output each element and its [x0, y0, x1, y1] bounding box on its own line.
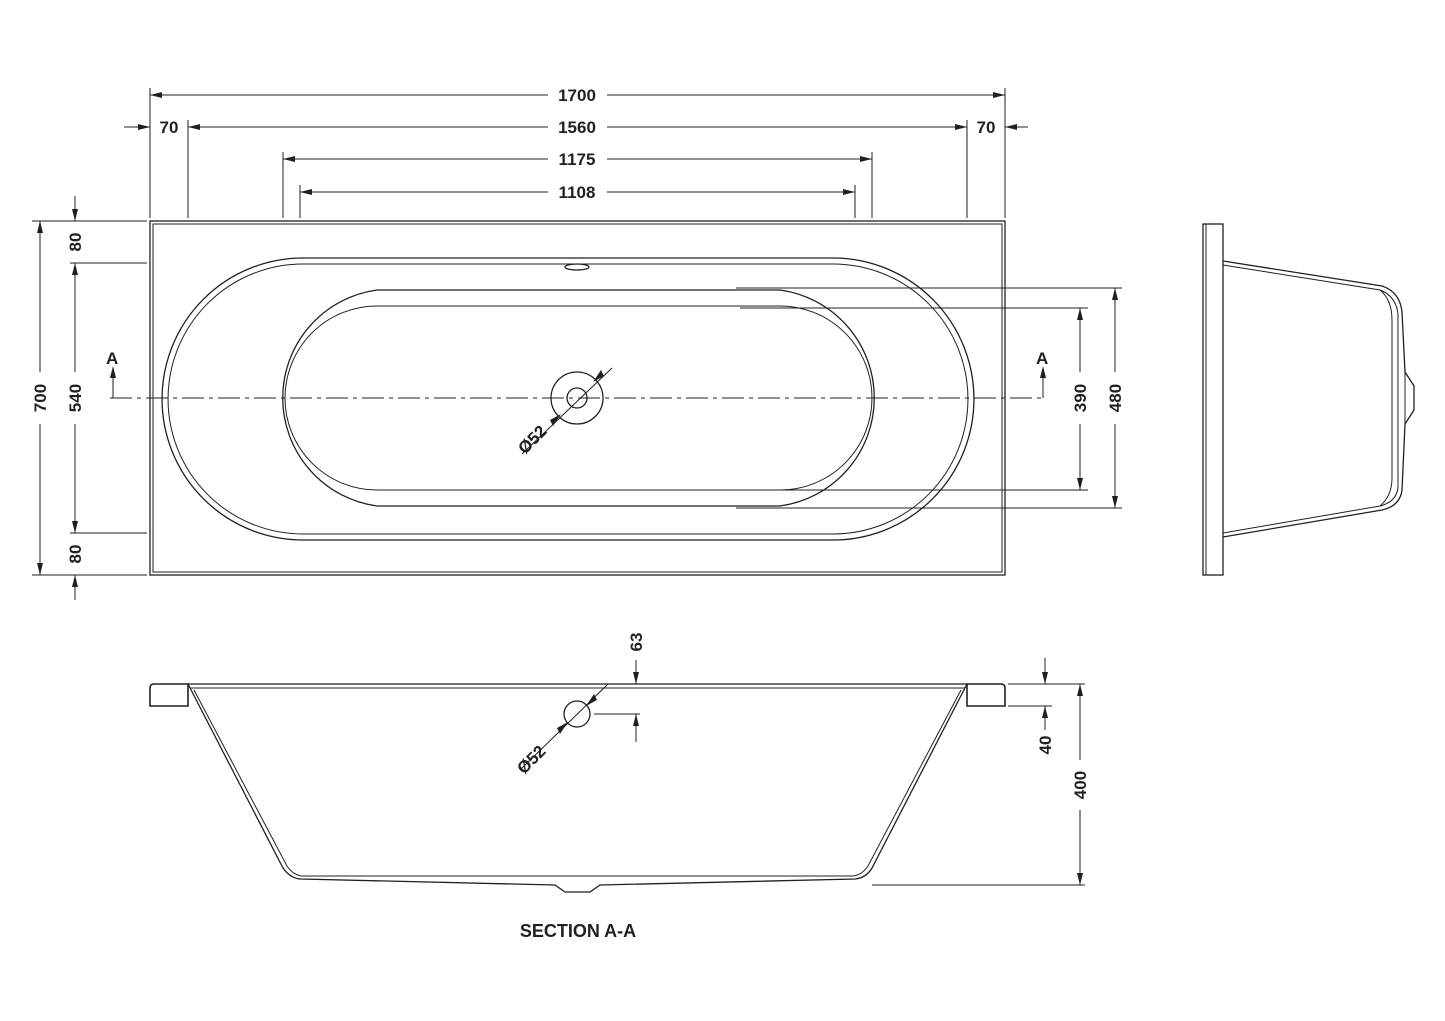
inner-width-label: 540: [66, 384, 85, 412]
overall-length-label: 1700: [558, 86, 596, 105]
section-rim-left: [149, 683, 189, 707]
dimension-bowl-outer-length: 1175: [283, 150, 872, 169]
overflow-offset-label: 63: [627, 633, 646, 652]
bowl-outer-width-label: 480: [1106, 384, 1125, 412]
bowl-outer-rim-inner: [167, 263, 969, 535]
top-extension-lines: [149, 88, 1006, 218]
end-view-body: [1222, 260, 1415, 538]
dimension-overall-width: 700: [31, 221, 50, 575]
section-rim-right: [966, 683, 1006, 707]
section-marker-left: A: [106, 349, 118, 368]
end-view: [1202, 223, 1415, 576]
rim-right-label: 70: [977, 118, 996, 137]
rim-top-label: 80: [66, 233, 85, 252]
waste-diameter-label: Ø52: [514, 422, 550, 458]
overall-depth-label: 400: [1071, 771, 1090, 799]
bowl-outer-length-label: 1175: [559, 150, 596, 169]
section-marker-right-arrow: [1040, 366, 1046, 378]
dimension-overflow-offset: 63: [594, 633, 646, 742]
dimension-bowl-outer-width: 480: [1106, 288, 1125, 508]
section-view: Ø52 63 40 400 SEC: [149, 633, 1090, 941]
overall-width-label: 700: [31, 384, 50, 412]
section-marker-right: A: [1036, 349, 1048, 368]
dimension-bowl-inner-width: 390: [1071, 308, 1090, 490]
bowl-inner-length-label: 1108: [559, 183, 596, 202]
waste-arrow-1: [550, 414, 561, 426]
bowl-outer-rim: [161, 257, 975, 541]
dimension-inner-length: 70 1560 70: [124, 118, 1028, 137]
section-caption: SECTION A-A: [520, 921, 636, 941]
bowl-inner-width-label: 390: [1071, 384, 1090, 412]
dimension-rim-thickness: 40: [1036, 658, 1055, 754]
plan-view: Ø52 A A 1700: [31, 86, 1125, 600]
dimension-inner-width: 80 540 80: [66, 196, 85, 600]
overflow-slot: [564, 263, 590, 271]
rim-left-label: 70: [160, 118, 179, 137]
right-extension-lines: [736, 287, 1122, 509]
inner-length-label: 1560: [558, 118, 596, 137]
waste-leader: [521, 367, 613, 455]
section-shell: [187, 683, 968, 893]
left-extension-lines: [32, 220, 147, 576]
overflow-outlet: [563, 700, 591, 728]
dimension-overall-depth: 400: [1071, 684, 1090, 885]
section-marker-left-arrow: [110, 366, 116, 378]
rim-thickness-label: 40: [1036, 736, 1055, 755]
rim-bottom-label: 80: [66, 545, 85, 564]
waste-arrow-2: [593, 370, 604, 382]
dimension-overall-length: 1700: [150, 86, 1005, 105]
end-view-rim: [1202, 223, 1224, 576]
dimension-bowl-inner-length: 1108: [300, 183, 855, 202]
bowl-inner-base: [282, 289, 875, 507]
